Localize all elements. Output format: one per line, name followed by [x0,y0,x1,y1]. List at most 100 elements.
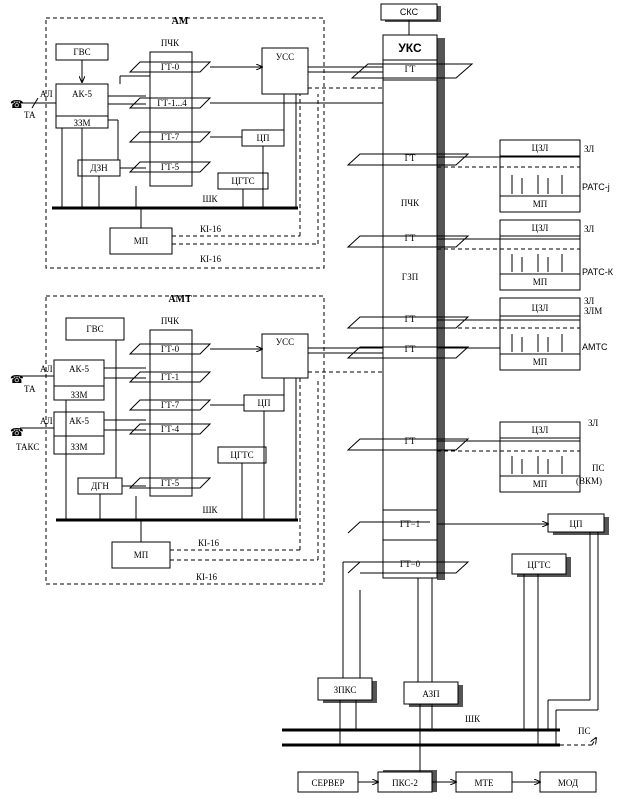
am-ak5 [55,83,109,129]
right-module-1: ЦЗЛ МП ЗЛ РАТС-j [437,139,610,213]
uks-column: УКС ГТ ГТ ПЧК ГТ ГЗП ГТ ГТ ГТ ГТ−1 ГТ−0 [382,34,445,580]
svg-text:МП: МП [533,199,548,209]
right-module-3: ЦЗЛ МП ЗЛ ЗЛМ АМТС [437,296,608,371]
svg-text:ЦЗЛ: ЦЗЛ [532,303,549,313]
amt-ak5a [53,359,105,401]
amt-ak5b [53,411,105,455]
svg-text:ПС: ПС [578,726,591,736]
svg-text:ГТ-0: ГТ-0 [161,62,180,72]
svg-text:ЗПКС: ЗПКС [334,685,357,695]
svg-text:СЕРВЕР: СЕРВЕР [311,778,344,788]
svg-text:АК-5: АК-5 [72,89,92,99]
right-module-2: ЦЗЛ МП ЗЛ РАТС-К [437,219,614,291]
uks-gt-1: ГТ [405,153,416,163]
svg-text:ПЧК: ПЧК [161,316,180,326]
uks-gt-3: ГТ [405,314,416,324]
svg-text:ЗЛ: ЗЛ [584,224,594,234]
svg-text:ГТ-7: ГТ-7 [161,132,180,142]
svg-text:ЗЛ: ЗЛ [584,296,594,306]
am-pchk-column [149,51,193,187]
svg-text:ШК: ШК [202,505,218,515]
uks-gt-5: ГТ [405,436,416,446]
bottom-section: ЗПКС АЗП ШК ПС СЕРВЕР ПКС-2 МТЕ МОД [282,532,599,793]
svg-text:(ВКМ): (ВКМ) [576,476,602,486]
svg-text:ТА: ТА [24,384,36,394]
svg-text:АМТС: АМТС [582,342,608,352]
svg-text:ЦГТС: ЦГТС [230,450,253,460]
svg-text:РАТС-j: РАТС-j [582,182,610,192]
svg-text:ЦЗЛ: ЦЗЛ [532,425,549,435]
amt-module: АМТ ГВС АК-5 ЗЗМ АК-5 ЗЗМ АЛ ТА ☎ АЛ ТАК… [10,294,383,585]
sks-label: СКС [400,7,419,17]
svg-text:МП: МП [134,236,149,246]
am-module: АМ ГВС АК-5 ЗЗМ АЛ ТА ☎ ДЗН ПЧК ГТ-0 ГТ-… [10,16,383,269]
am-phone-icon: ☎ [10,99,24,111]
amt-gvs [65,317,125,341]
svg-text:ЦГТС: ЦГТС [527,560,550,570]
zpks-box [317,677,373,701]
svg-text:УСС: УСС [276,337,294,347]
amt-pchk-column [149,329,193,497]
svg-text:КІ-16: КІ-16 [200,254,221,264]
uks-gzp: ГЗП [402,272,419,282]
svg-text:УСС: УСС [276,52,294,62]
svg-text:ЦП: ЦП [570,519,583,529]
svg-text:ДЗН: ДЗН [90,163,108,173]
svg-text:АЗП: АЗП [422,689,440,699]
svg-text:ГТ-4: ГТ-4 [161,424,180,434]
svg-text:ГТ-1: ГТ-1 [161,372,179,382]
svg-text:ЦП: ЦП [258,398,271,408]
svg-text:ГТ-0: ГТ-0 [161,344,180,354]
amt-title: АМТ [168,294,192,305]
amt-mp [111,541,171,569]
svg-text:МП: МП [134,550,149,560]
svg-text:МП: МП [533,357,548,367]
right-module-4: ЦЗЛ МП ЗЛ ПС (ВКМ) [437,418,605,493]
svg-text:РАТС-К: РАТС-К [582,267,614,277]
svg-text:КІ-16: КІ-16 [198,538,219,548]
am-pchk: ПЧК [161,38,180,48]
uks-gt-2: ГТ [405,233,416,243]
amt-phone-icon-a: ☎ [10,374,24,386]
svg-text:АК-5: АК-5 [69,416,89,426]
svg-text:МТЕ: МТЕ [475,778,495,788]
right-tsp: ЦП [437,513,609,535]
right-tsgts: ЦГТС [511,553,571,577]
am-title: АМ [172,16,189,27]
svg-text:ГТ-7: ГТ-7 [161,400,180,410]
svg-text:ЗЛМ: ЗЛМ [584,306,602,316]
svg-text:МП: МП [533,277,548,287]
svg-text:ПС: ПС [592,463,605,473]
uks-label: УКС [398,41,422,55]
svg-text:ГТ-5: ГТ-5 [161,478,180,488]
svg-text:ЦП: ЦП [257,133,270,143]
uks-pchk: ПЧК [401,198,420,208]
uks-gt-minus0: ГТ−0 [400,559,421,569]
svg-text:ЗЗМ: ЗЗМ [70,442,87,452]
svg-text:МП: МП [533,479,548,489]
svg-text:ШК: ШК [465,714,481,724]
amt-uss [261,333,309,379]
svg-text:ГВС: ГВС [86,324,103,334]
svg-text:ПКС-2: ПКС-2 [392,778,418,788]
svg-text:ТАКС: ТАКС [16,442,39,452]
svg-text:ГТ-5: ГТ-5 [161,162,180,172]
svg-text:ЗЗМ: ЗЗМ [73,118,90,128]
uks-gt-minus1: ГТ−1 [400,519,420,529]
svg-text:КІ-16: КІ-16 [196,572,217,582]
sks-block: СКС [380,3,441,22]
svg-text:ГВС: ГВС [73,47,90,57]
svg-text:ШК: ШК [202,194,218,204]
svg-text:АЛ: АЛ [40,364,53,374]
svg-text:АЛ: АЛ [40,416,53,426]
svg-text:ДГН: ДГН [91,481,109,491]
svg-text:МОД: МОД [558,778,578,788]
svg-text:ЦЗЛ: ЦЗЛ [532,143,549,153]
uks-gt-4: ГТ [405,344,416,354]
svg-text:ЗЗМ: ЗЗМ [70,390,87,400]
am-ta: ТА [24,110,36,120]
svg-text:ЦЗЛ: ЦЗЛ [532,223,549,233]
svg-text:КІ-16: КІ-16 [200,224,221,234]
svg-text:ЗЛ: ЗЛ [588,418,598,428]
